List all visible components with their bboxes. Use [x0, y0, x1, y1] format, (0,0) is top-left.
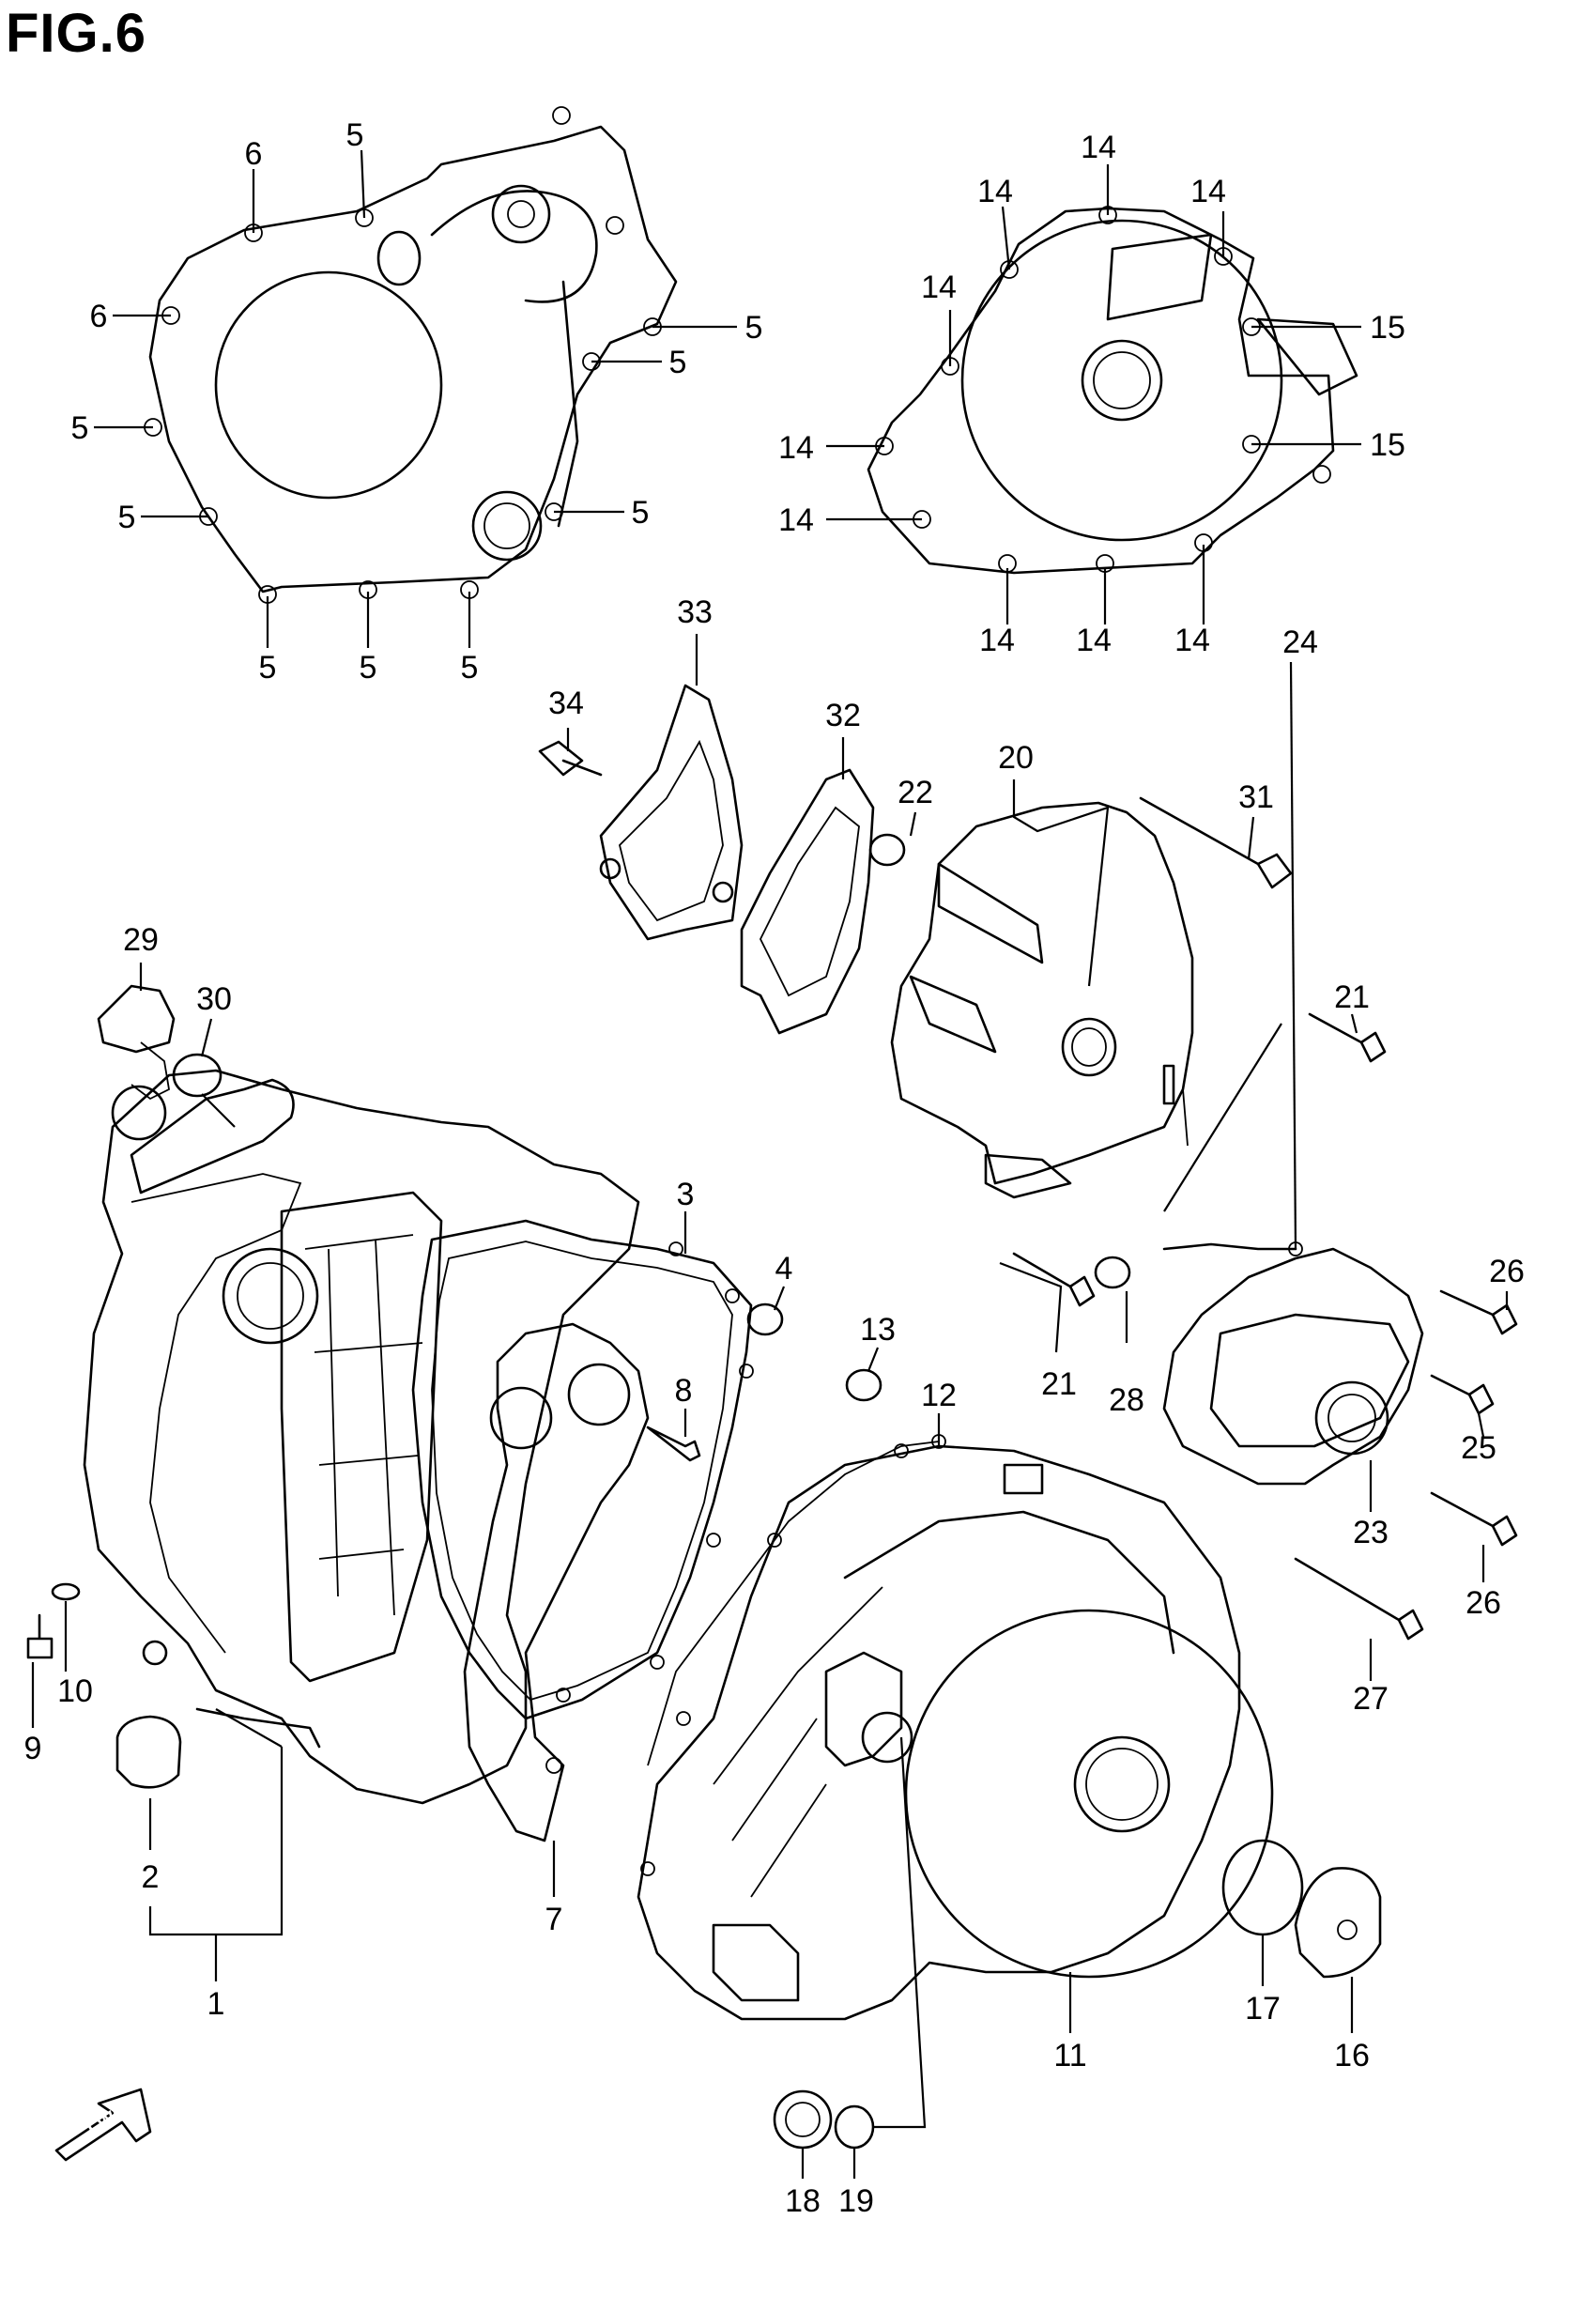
generator-cover: [637, 1444, 1274, 2021]
callout-25: 25: [1461, 1430, 1496, 1466]
callout-labels: 5 6 6 5 5 5 5 5 5 5 5 14 14 14 14 14 14 …: [24, 117, 1525, 2219]
bolt-26-lower: [1430, 1491, 1518, 1547]
bolt-27: [1294, 1557, 1424, 1641]
callout-15: 15: [1370, 310, 1405, 346]
bolt-8: [646, 1426, 701, 1462]
plug-18: [773, 2089, 833, 2150]
dowel-13: [845, 1368, 882, 1402]
callout-1: 1: [207, 1986, 225, 2022]
bolt-21-upper: [1308, 1012, 1387, 1063]
callout-12: 12: [921, 1378, 957, 1413]
leader-lines: [31, 149, 1509, 2179]
plug-16: [1294, 1867, 1382, 1979]
callout-14: 14: [1190, 174, 1226, 209]
callout-5: 5: [461, 650, 479, 686]
callout-14: 14: [1076, 623, 1112, 658]
callout-24: 24: [1282, 624, 1318, 660]
fwd-arrow-icon: [54, 2088, 152, 2162]
callout-30: 30: [196, 981, 232, 1017]
dowel-4: [746, 1302, 784, 1336]
bolt-31: [1139, 796, 1293, 889]
callout-31: 31: [1238, 779, 1274, 815]
gasket-7: [463, 1322, 650, 1842]
callout-5: 5: [360, 650, 377, 686]
bolt-34: [538, 740, 603, 777]
callout-9: 9: [24, 1731, 42, 1766]
oil-filler-cap-29: [97, 984, 176, 1101]
generator-cover-gasket-view: [867, 206, 1358, 575]
bolt-26-upper: [1439, 1289, 1518, 1335]
crankcase: [83, 1069, 640, 1805]
callout-3: 3: [677, 1177, 695, 1212]
callout-2: 2: [142, 1859, 160, 1895]
callout-14: 14: [778, 502, 814, 538]
clutch-cover-gasket-view: [144, 106, 678, 604]
figure-title: FIG.6: [6, 3, 147, 64]
o-ring-30: [172, 1053, 223, 1098]
clutch-release-cover: [1162, 1241, 1424, 1486]
callout-14: 14: [778, 430, 814, 466]
sprocket-cover-plate-33: [599, 684, 744, 941]
callout-14: 14: [977, 174, 1013, 209]
callout-5: 5: [669, 345, 687, 380]
callout-13: 13: [860, 1312, 896, 1348]
callout-8: 8: [675, 1373, 693, 1409]
washer-10: [51, 1582, 81, 1601]
callout-7: 7: [545, 1902, 563, 1937]
callout-26: 26: [1466, 1585, 1501, 1621]
callout-20: 20: [998, 740, 1034, 776]
callout-18: 18: [785, 2183, 821, 2219]
gasket-19: [834, 2104, 875, 2150]
bolt-21-lower: [1012, 1252, 1096, 1307]
callout-22: 22: [898, 775, 933, 810]
callout-5: 5: [632, 495, 650, 531]
callout-5: 5: [745, 310, 763, 346]
callout-6: 6: [245, 136, 263, 172]
callout-29: 29: [123, 922, 159, 958]
callout-17: 17: [1245, 1991, 1281, 2027]
fwd-label: FWD: [84, 2101, 131, 2141]
crankcase-gasket: [411, 1219, 754, 1720]
bolt-25: [1430, 1374, 1495, 1415]
callout-28: 28: [1109, 1382, 1144, 1418]
callout-19: 19: [838, 2183, 874, 2219]
callout-32: 32: [825, 698, 861, 733]
callout-14: 14: [1174, 623, 1210, 658]
callout-23: 23: [1353, 1515, 1389, 1550]
callout-5: 5: [71, 410, 89, 446]
callout-10: 10: [57, 1673, 93, 1709]
callout-4: 4: [775, 1251, 793, 1287]
sprocket-cover-plate-32: [740, 768, 875, 1035]
callout-5: 5: [118, 500, 136, 535]
callout-5: 5: [346, 117, 364, 153]
sprocket-cover: [890, 801, 1194, 1199]
dowel-22: [868, 833, 906, 867]
callout-27: 27: [1353, 1681, 1389, 1717]
callout-14: 14: [979, 623, 1015, 658]
callout-11: 11: [1053, 2038, 1086, 2073]
callout-16: 16: [1334, 2038, 1370, 2073]
plug-2: [115, 1715, 182, 1789]
callout-26: 26: [1489, 1254, 1525, 1289]
dowel-28: [1094, 1256, 1131, 1289]
callout-34: 34: [548, 686, 584, 721]
callout-5: 5: [259, 650, 277, 686]
callout-14: 14: [1081, 130, 1116, 165]
generator-cover-gasket: [640, 1434, 946, 1876]
callout-33: 33: [677, 594, 713, 630]
callout-6: 6: [90, 299, 108, 334]
bolt-9: [26, 1613, 54, 1659]
callout-21: 21: [1041, 1366, 1077, 1402]
callout-14: 14: [921, 270, 957, 305]
callout-15: 15: [1370, 427, 1405, 463]
callout-21: 21: [1334, 979, 1370, 1015]
